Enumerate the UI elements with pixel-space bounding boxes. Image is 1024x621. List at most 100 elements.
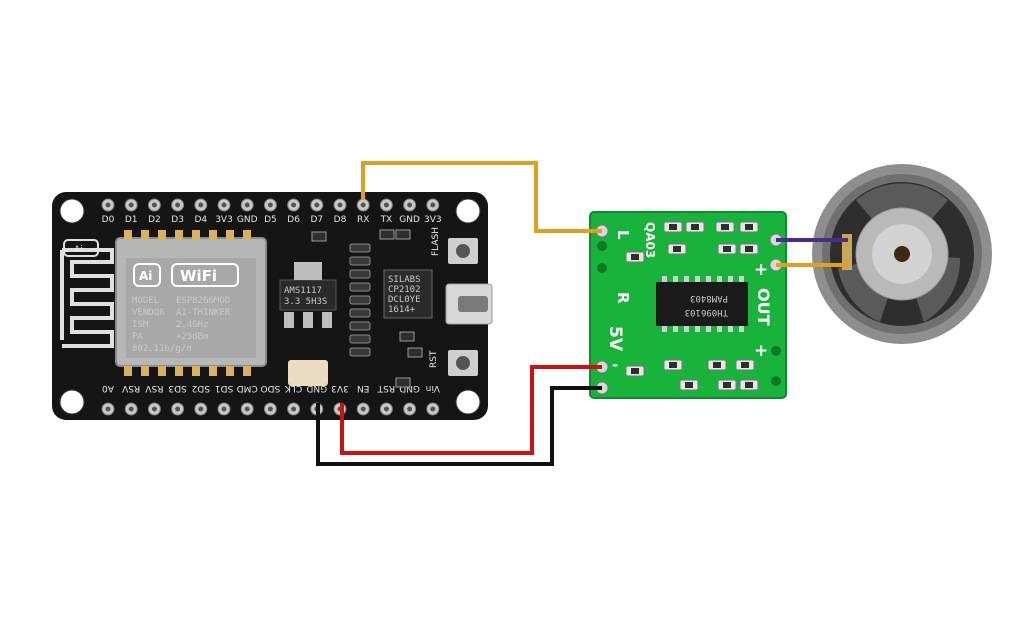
amp-smd-body xyxy=(713,362,721,368)
crystal xyxy=(288,360,328,386)
bottom-pin-hole xyxy=(360,406,366,412)
pad-out2-plus xyxy=(771,346,781,356)
usb-chip-text-1: SILABS xyxy=(388,275,421,285)
amp-smd-body xyxy=(691,224,699,230)
top-pin-hole xyxy=(198,202,204,208)
top-pin-hole xyxy=(105,202,111,208)
shield-panel xyxy=(126,258,256,358)
top-pin-label: RX xyxy=(357,215,369,225)
bottom-pin-hole xyxy=(267,406,273,412)
amp-smd-body xyxy=(669,362,677,368)
regulator-text-2: 3.3 5H3S xyxy=(284,297,327,307)
amp-smd-body xyxy=(745,246,753,252)
cp2102-body xyxy=(383,269,433,319)
chip-leg xyxy=(684,326,689,332)
castellation-pad xyxy=(243,366,251,376)
usb-serial-chip: SILABS CP2102 DCL0YE 1614+ xyxy=(383,269,433,319)
module-castellations xyxy=(124,230,251,376)
bottom-pin-label: Vin xyxy=(426,383,440,393)
module-brand: Ai xyxy=(139,269,152,283)
label-qa03: QA03 xyxy=(643,222,657,258)
castellation-pad xyxy=(158,230,166,240)
top-pin-label: D3 xyxy=(171,215,184,225)
castellation-pad xyxy=(124,230,132,240)
wifi-logo: WiFi xyxy=(180,267,217,285)
wires xyxy=(316,161,848,466)
smd-component xyxy=(395,377,411,388)
pam8403-chip xyxy=(656,282,748,326)
chip-leg xyxy=(673,326,678,332)
module-spec-value: +25dBm xyxy=(176,332,209,342)
top-pin-label: D2 xyxy=(148,215,161,225)
module-spec-value: 2.4GHz xyxy=(176,320,209,330)
pam8403-amplifier: L R 5V OUT QA03 + + - PAM8403 TH096103 xyxy=(589,211,787,399)
module-spec-key: MODEL xyxy=(132,296,159,306)
chip-leg xyxy=(662,276,667,282)
antenna-brand: Ai xyxy=(74,245,83,255)
chip-leg xyxy=(717,326,722,332)
smd-component xyxy=(395,229,411,240)
rst-button-cap xyxy=(456,356,470,370)
castellation-pad xyxy=(226,230,234,240)
usb-chip-text-2: CP2102 xyxy=(388,285,421,295)
pad-r xyxy=(597,263,607,273)
amp-smd-body xyxy=(631,254,639,260)
mount-hole xyxy=(455,389,481,415)
top-pin-label: D5 xyxy=(264,215,277,225)
amp-smd-body xyxy=(669,224,677,230)
bottom-pin-hole xyxy=(430,406,436,412)
amp-smd-body xyxy=(673,246,681,252)
chip-text-1: PAM8403 xyxy=(690,293,728,303)
top-pin-hole xyxy=(244,202,250,208)
module-spec-key: VENDOR xyxy=(132,308,165,318)
regulator-tab xyxy=(294,262,322,280)
top-pin-label: GND xyxy=(399,215,420,225)
top-pin-label: D6 xyxy=(287,215,300,225)
speaker-dustcap xyxy=(894,246,910,262)
smd-resistor xyxy=(349,282,371,292)
rst-label: RST xyxy=(429,350,439,368)
bottom-pin-hole xyxy=(175,406,181,412)
smd-resistor xyxy=(349,308,371,318)
wifi-logo-frame xyxy=(171,263,239,287)
regulator-text-1: AMS1117 xyxy=(284,286,322,296)
top-pin-label: D0 xyxy=(102,215,115,225)
flash-label: FLASH xyxy=(431,227,441,256)
module-spec-value: AI-THINKER xyxy=(176,308,231,318)
bottom-pin-hole xyxy=(244,406,250,412)
bottom-pin-hole xyxy=(291,406,297,412)
bottom-pin-hole xyxy=(151,406,157,412)
usb-chip-text-4: 1614+ xyxy=(388,305,416,315)
top-pin-hole xyxy=(430,202,436,208)
bottom-pin-label: CMD xyxy=(237,383,258,393)
bottom-pin-label: EN xyxy=(357,383,369,393)
smd-resistor xyxy=(349,334,371,344)
castellation-pad xyxy=(209,230,217,240)
chip-leg xyxy=(684,276,689,282)
chip-leg xyxy=(695,276,700,282)
ai-logo-frame xyxy=(133,263,161,287)
top-pin-label: 3V3 xyxy=(215,215,233,225)
top-pin-label: D1 xyxy=(125,215,138,225)
flash-button-cap xyxy=(456,244,470,258)
mount-hole xyxy=(59,389,85,415)
amp-smd-body xyxy=(745,382,753,388)
smd-resistor xyxy=(349,243,371,253)
amp-smd-body xyxy=(721,224,729,230)
antenna-logo-frame xyxy=(63,239,99,257)
bottom-pin-label: GND xyxy=(306,383,327,393)
bottom-pin-label: SD2 xyxy=(192,383,210,393)
bottom-pin-label: SD1 xyxy=(215,383,233,393)
mount-hole xyxy=(59,198,85,224)
top-pin-label: D7 xyxy=(310,215,323,225)
chip-text-2: TH096103 xyxy=(685,307,728,317)
chip-leg xyxy=(706,276,711,282)
module-spec-key: PA xyxy=(132,332,143,342)
minus-sign-left: - xyxy=(612,356,618,374)
chip-leg xyxy=(706,326,711,332)
pad-gnd-in xyxy=(597,241,607,251)
bottom-pin-hole xyxy=(407,406,413,412)
bottom-pin-hole xyxy=(198,406,204,412)
